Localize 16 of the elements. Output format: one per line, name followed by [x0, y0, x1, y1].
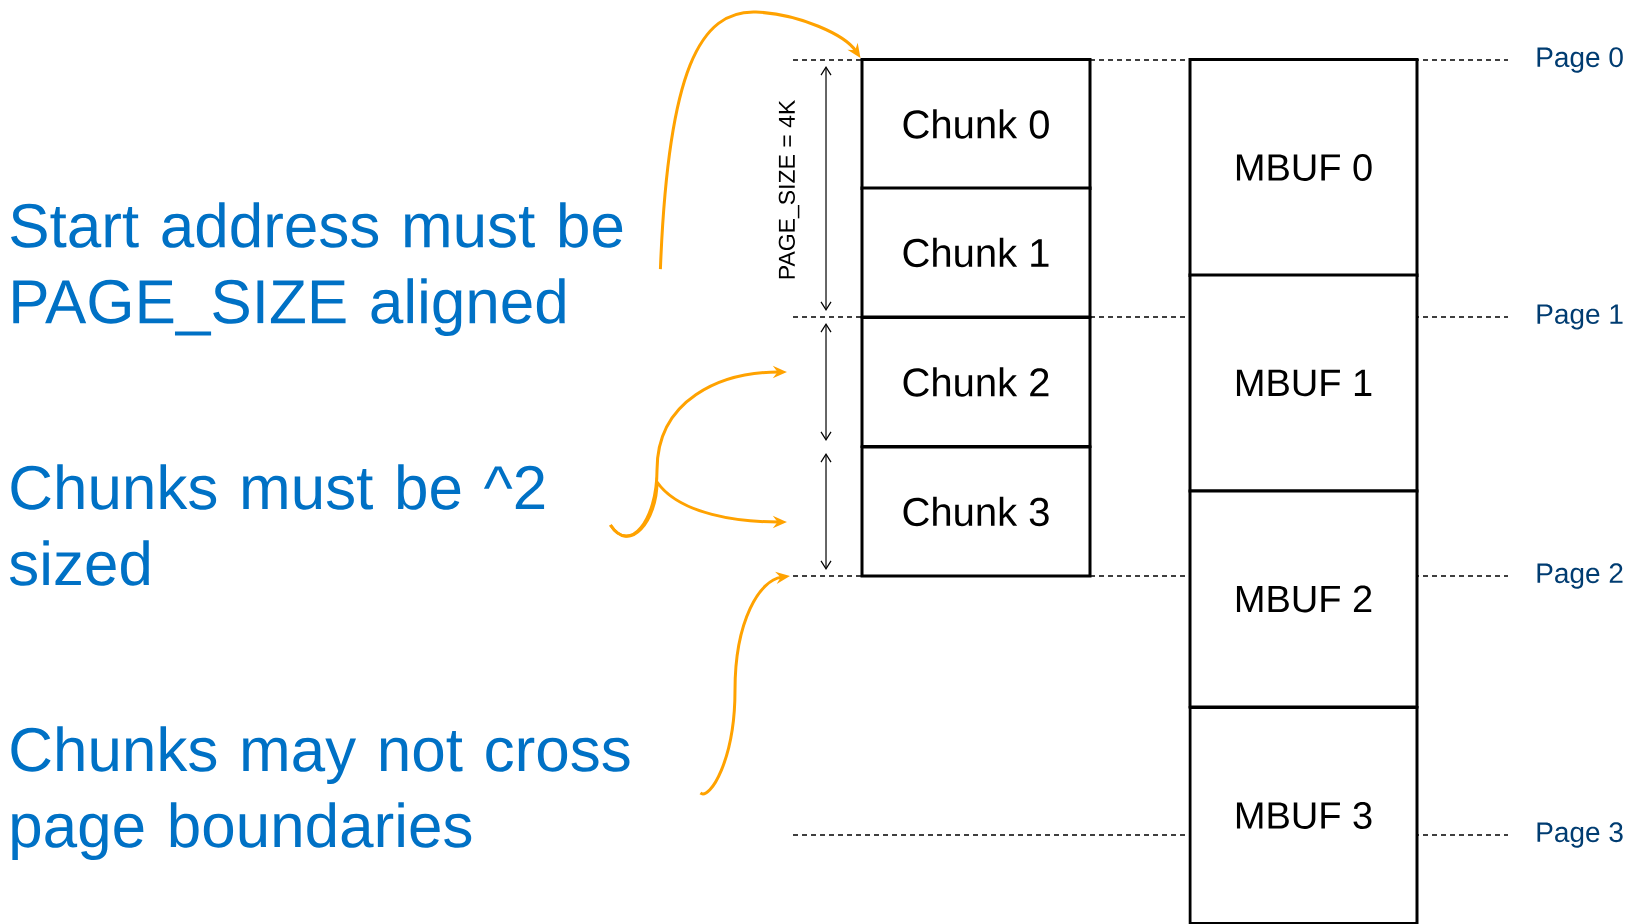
buffer-box: MBUF 3 — [1188, 706, 1419, 924]
dimension-label: PAGE_SIZE = 4K — [778, 100, 800, 279]
callout-text: Chunks may not cross page boundaries — [11, 726, 630, 860]
buffer-box: MBUF 1 — [1188, 273, 1419, 493]
page-label: Page 3 — [1537, 822, 1623, 848]
chunk-box: Chunk 3 — [860, 445, 1092, 578]
buffer-box: MBUF 2 — [1188, 489, 1419, 709]
chunk-box: Chunk 2 — [860, 316, 1092, 448]
chunk-box: Chunk 1 — [860, 186, 1092, 319]
page-label: Page 1 — [1537, 304, 1623, 330]
page-label: Page 2 — [1537, 563, 1623, 589]
callout-text: Chunks must be ^2 sized — [9, 464, 545, 586]
buffer-box: MBUF 0 — [1188, 58, 1419, 277]
page-label: Page 0 — [1537, 47, 1623, 73]
chunk-box: Chunk 0 — [860, 58, 1092, 190]
callout-text: Start address must be PAGE_SIZE aligned — [11, 202, 623, 336]
